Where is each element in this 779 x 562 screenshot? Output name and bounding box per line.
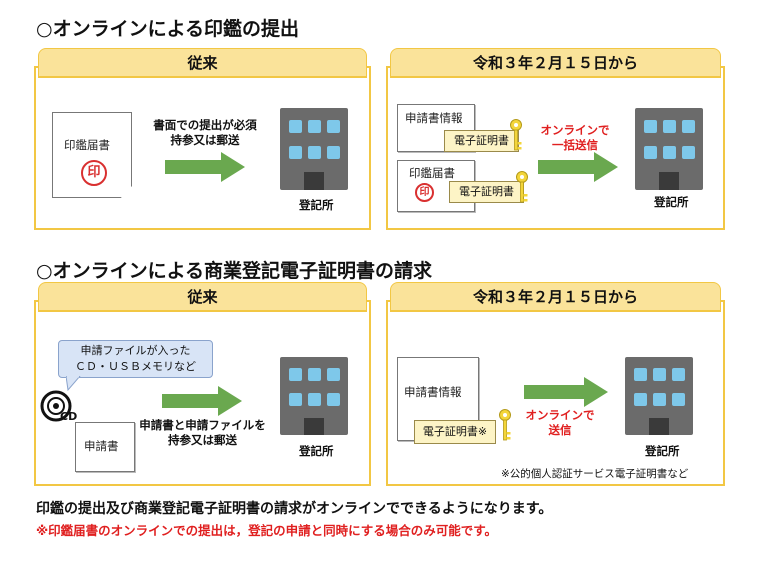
section2-right-building-label: 登記所 <box>645 444 680 458</box>
section2-right-arrow-text-1: オンラインで <box>525 408 595 422</box>
section1-left-tab: 従来 <box>38 48 367 78</box>
cd-disc-icon <box>40 390 72 422</box>
footer-message: 印鑑の提出及び商業登記電子証明書の請求がオンラインでできるようになります。 <box>36 501 553 517</box>
section1-title: ○オンラインによる印鑑の提出 <box>36 18 300 40</box>
section2-right-tab: 令和３年２月１５日から <box>390 282 721 312</box>
callout-line-1: 申請ファイルが入った <box>80 344 191 357</box>
seal-form-label: 印鑑届書 <box>64 138 110 152</box>
digital-certificate-2: 電子証明書 <box>449 181 524 203</box>
seal-stamp-icon: 印 <box>81 160 107 186</box>
section1-left-building-label: 登記所 <box>299 198 334 212</box>
key-icon <box>499 409 511 441</box>
application-form-doc <box>75 422 135 472</box>
section1-left-arrow-text-1: 書面での提出が必須 <box>153 118 257 132</box>
callout-pointer <box>66 376 81 392</box>
section2-title: ○オンラインによる商業登記電子証明書の請求 <box>36 260 433 282</box>
registry-office-building-icon <box>280 108 348 190</box>
key-icon <box>516 171 528 203</box>
section1-right-arrow-text-1: オンラインで <box>540 123 610 137</box>
footer-note: ※印鑑届書のオンラインでの提出は，登記の申請と同時にする場合のみ可能です。 <box>36 523 498 538</box>
section2-left-building-label: 登記所 <box>299 444 334 458</box>
section1-right-building-label: 登記所 <box>654 195 689 209</box>
section1-left-arrow-text-2: 持参又は郵送 <box>170 133 240 147</box>
application-info-label: 申請書情報 <box>405 111 463 125</box>
seal-form-label-2: 印鑑届書 <box>409 166 455 180</box>
section1-right-arrow-text-2: 一括送信 <box>552 138 598 152</box>
arrow-right-icon <box>538 152 618 182</box>
seal-stamp-icon-2: 印 <box>415 183 434 202</box>
arrow-right-icon <box>524 377 608 407</box>
digital-certificate-3: 電子証明書※ <box>414 420 496 444</box>
arrow-right-icon <box>165 152 245 182</box>
registry-office-building-icon <box>280 357 348 435</box>
cd-label: CD <box>60 410 78 423</box>
section2-left-arrow-text-2: 持参又は郵送 <box>168 433 237 447</box>
application-form-label: 申請書 <box>84 439 119 453</box>
footnote: ※公的個人認証サービス電子証明書など <box>501 468 689 480</box>
application-info-label-2: 申請書情報 <box>404 385 462 399</box>
section2-left-tab: 従来 <box>38 282 367 312</box>
registry-office-building-icon <box>625 357 693 435</box>
section2-left-arrow-text-1: 申請書と申請ファイルを <box>139 418 266 432</box>
key-icon <box>510 119 522 151</box>
arrow-right-icon <box>162 386 242 416</box>
digital-certificate-1: 電子証明書 <box>444 130 519 152</box>
section2-right-arrow-text-2: 送信 <box>548 423 572 437</box>
media-callout: 申請ファイルが入った ＣＤ・ＵＳＢメモリなど <box>58 340 213 378</box>
registry-office-building-icon <box>635 108 703 190</box>
section1-right-tab: 令和３年２月１５日から <box>390 48 721 78</box>
callout-line-2: ＣＤ・ＵＳＢメモリなど <box>75 360 196 373</box>
